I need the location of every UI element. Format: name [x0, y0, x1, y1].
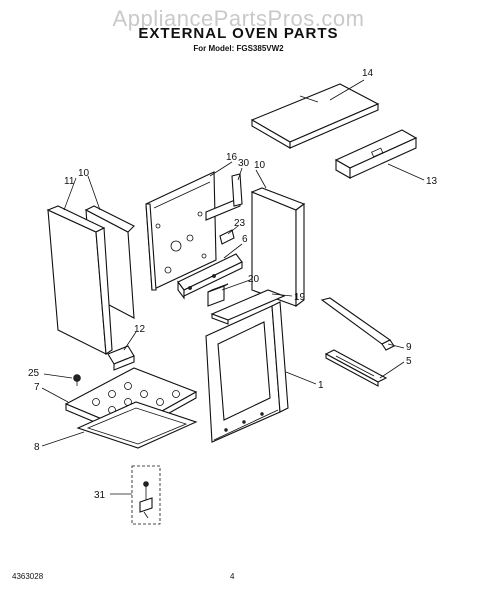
part-25-screw[interactable]	[73, 374, 81, 387]
callout-14: 14	[362, 68, 374, 79]
callout-9: 9	[406, 342, 412, 353]
callout-1: 1	[318, 380, 324, 391]
part-20-small-bracket[interactable]	[207, 283, 229, 307]
document-number: 4363028	[12, 572, 44, 581]
part-12-bracket[interactable]	[107, 345, 135, 371]
part-31-hardware-kit[interactable]	[131, 465, 161, 525]
part-13-rear-channel[interactable]	[334, 129, 418, 179]
watermark: AppliancePartsPros.com	[112, 6, 365, 31]
callout-20: 20	[248, 274, 260, 285]
page-number: 4	[230, 572, 235, 581]
part-16-rear-panel[interactable]	[145, 171, 217, 291]
callout-8: 8	[34, 442, 40, 453]
callout-23: 23	[234, 218, 246, 229]
callout-19: 19	[294, 292, 306, 303]
callout-25: 25	[28, 368, 40, 379]
diagram-title: EXTERNAL OVEN PARTS	[138, 25, 339, 42]
part-5-vent[interactable]	[324, 349, 388, 387]
part-6-lower-bracket[interactable]	[177, 253, 243, 300]
part-23-clip[interactable]	[219, 229, 235, 245]
callout-31: 31	[94, 490, 106, 501]
part-11-left-outer-panel[interactable]	[46, 205, 113, 355]
leader-lines	[41, 79, 425, 495]
callout-5: 5	[406, 356, 412, 367]
callout-13: 13	[426, 176, 438, 187]
callout-6: 6	[242, 234, 248, 245]
part-8-under-tray[interactable]	[76, 401, 198, 449]
callout-16: 16	[226, 152, 238, 163]
callout-10-left: 10	[78, 168, 90, 179]
part-10-right-side-panel[interactable]	[250, 187, 306, 308]
diagram-subtitle: For Model: FGS385VW2	[193, 44, 284, 53]
part-1-front-frame[interactable]	[205, 301, 289, 443]
part-30-bracket[interactable]	[205, 173, 243, 221]
part-9-rail[interactable]	[320, 297, 395, 351]
callout-7: 7	[34, 382, 40, 393]
callout-12: 12	[134, 324, 146, 335]
part-14-top-panel[interactable]	[250, 83, 380, 149]
part-19-frame-strip[interactable]	[210, 289, 286, 325]
callout-10-right: 10	[254, 160, 266, 171]
callout-30: 30	[238, 158, 250, 169]
callout-11: 11	[64, 176, 75, 187]
